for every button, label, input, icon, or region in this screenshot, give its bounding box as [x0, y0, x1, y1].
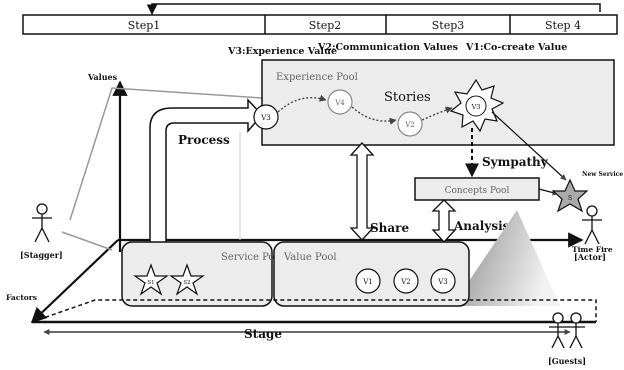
experience-node-v3-label: V3: [260, 114, 271, 122]
story-burst-v3-label: V3: [471, 103, 481, 111]
value-pool-label: Value Pool: [283, 252, 337, 263]
value-node-v3-label: V3: [437, 278, 448, 286]
feedback-arrow: [146, 3, 601, 16]
header-v3-experience-value: V3:Experience Value: [227, 46, 337, 57]
step-2: Step2: [309, 19, 342, 32]
guest-spotlight: [452, 210, 560, 306]
concepts-pool-label: Concepts Pool: [445, 186, 510, 196]
service-star-s2-label: S2: [183, 280, 190, 286]
story-node-v4: [327, 89, 353, 115]
analysis-label: Analysis: [453, 219, 510, 233]
factors-axis: [30, 239, 119, 324]
story-node-v2: [397, 111, 423, 137]
actor-label: [Actor]: [574, 252, 606, 262]
new-service-label: New Service: [582, 171, 623, 178]
value-node-v2-label: V2: [400, 278, 411, 286]
new-service-star: [551, 178, 589, 213]
guests-label: [Guests]: [548, 356, 586, 366]
header-v1-co-create-value: V1:Co-create Value: [465, 42, 567, 53]
service-star-s1: [133, 263, 169, 296]
value-node-v2: [393, 268, 419, 294]
stage-floor: [31, 299, 597, 323]
factors-axis-label: Factors: [6, 293, 37, 302]
guests-figures: [549, 312, 585, 349]
step-4: Step 4: [545, 19, 581, 32]
service-star-s2: [169, 263, 205, 296]
values-axis-label: Values: [87, 72, 118, 82]
stories-label: Stories: [384, 90, 431, 105]
stagger-figure: [32, 203, 52, 243]
story-link-3: [421, 106, 453, 121]
share-label: Share: [370, 221, 409, 235]
experience-node-v3: [253, 104, 279, 130]
value-node-v3: [430, 268, 456, 294]
experience-pool: [261, 59, 615, 146]
story-node-v2-label: V2: [404, 121, 415, 129]
share-arrow: [349, 142, 375, 241]
perspective-frame: [69, 87, 263, 221]
new-service-star-label: S: [568, 195, 572, 202]
story-link-1: [277, 94, 327, 113]
header-v2-communication-values: V2:Communication Values: [317, 42, 458, 53]
step-1: Step1: [128, 19, 161, 32]
analysis-arrow: [431, 199, 457, 243]
experience-pool-label: Experience Pool: [276, 72, 358, 83]
time-axis-label: Time Fire: [572, 245, 613, 254]
story-node-v4-label: V4: [334, 99, 345, 107]
value-node-v1-label: V1: [362, 278, 373, 286]
actor-figure: [582, 205, 602, 245]
sympathy-label: Sympathy: [482, 155, 549, 169]
process-label: Process: [178, 133, 230, 147]
step-bar: Step1 Step2 Step3 Step 4: [22, 14, 618, 35]
stage-label: Stage: [244, 327, 282, 341]
story-link-2: [351, 106, 397, 125]
value-node-v1: [355, 268, 381, 294]
service-star-s1-label: S1: [147, 280, 154, 286]
stagger-label: [Stagger]: [20, 250, 63, 260]
step-3: Step3: [432, 19, 465, 32]
service-pool-label: Service Pool: [221, 252, 284, 263]
